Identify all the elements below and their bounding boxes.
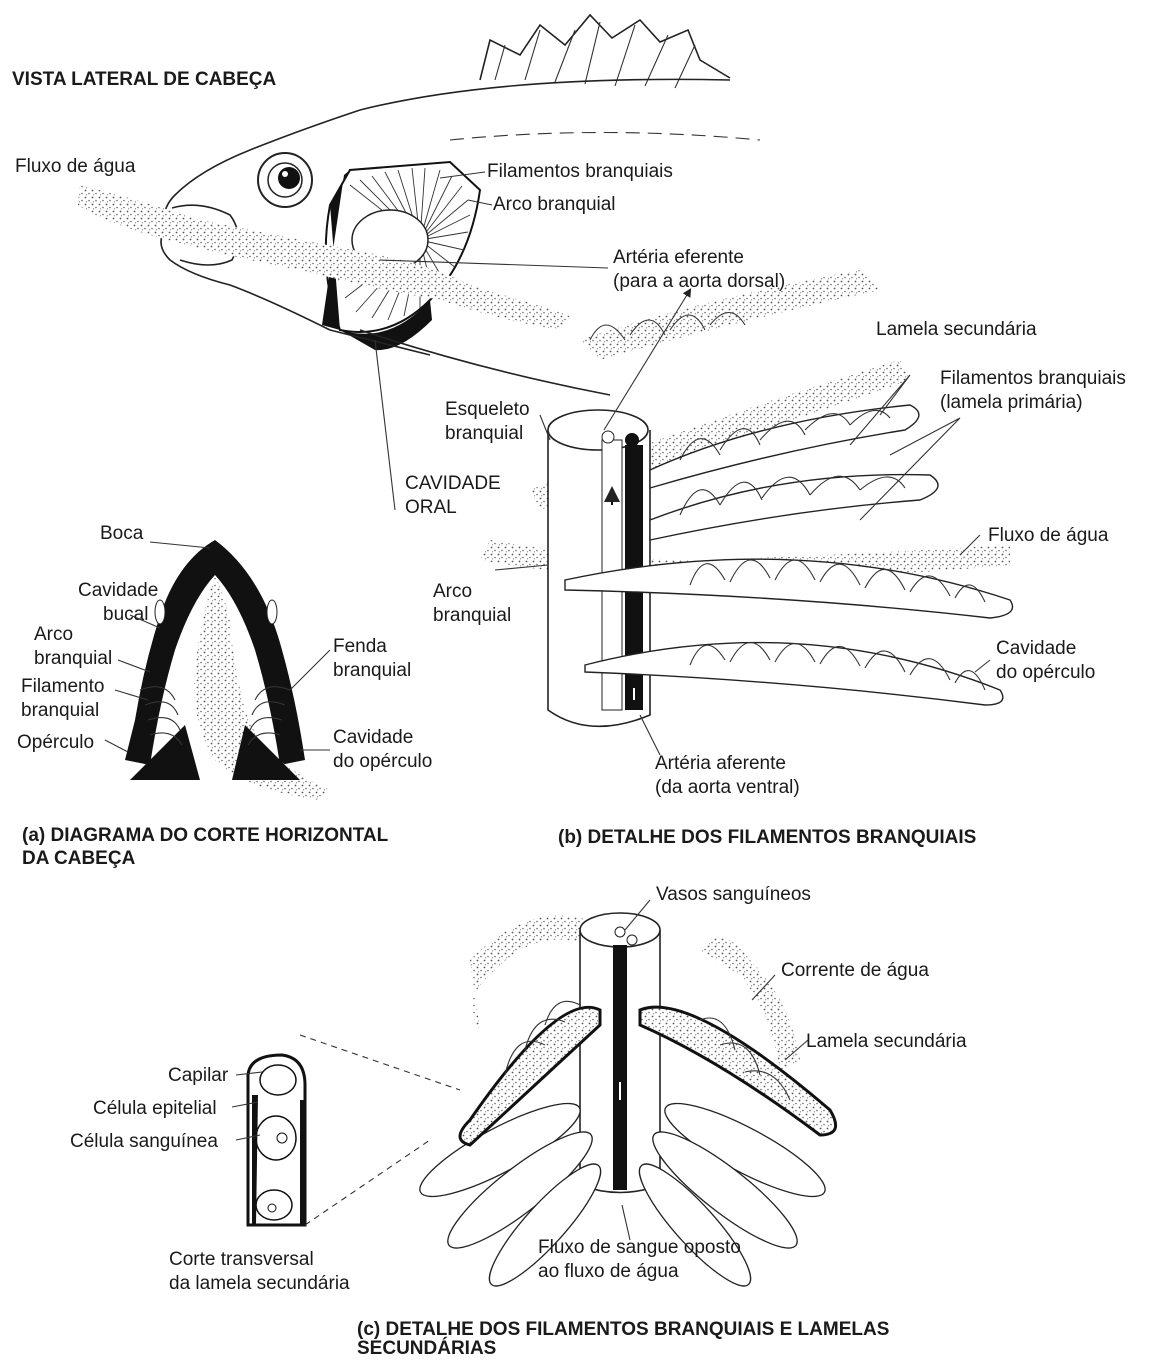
label-buccal-cavity-line2: bucal bbox=[103, 603, 148, 627]
label-opercular-cavity-b-line2: do opérculo bbox=[996, 661, 1095, 685]
label-counterflow-line2: ao fluxo de água bbox=[538, 1260, 679, 1284]
label-cross-section-line2: da lamela secundária bbox=[169, 1272, 350, 1296]
label-efferent-line1: Artéria eferente bbox=[613, 246, 744, 270]
label-water-current: Corrente de água bbox=[781, 959, 929, 983]
label-water-flow-b: Fluxo de água bbox=[988, 524, 1108, 548]
label-gill-arch-head: Arco branquial bbox=[493, 193, 616, 217]
label-afferent-line1: Artéria aferente bbox=[655, 752, 786, 776]
label-filament-a-line1: Filamento bbox=[21, 675, 104, 699]
label-secondary-lamella-b: Lamela secundária bbox=[876, 318, 1037, 342]
label-oral-cavity-line2: ORAL bbox=[405, 496, 457, 520]
label-opercular-cavity-b-line1: Cavidade bbox=[996, 637, 1076, 661]
label-oral-cavity-line1: CAVIDADE bbox=[405, 472, 501, 496]
title-section-c-line2: SECUNDÁRIAS bbox=[357, 1337, 496, 1360]
title-section-a-line1: (a) DIAGRAMA DO CORTE HORIZONTAL bbox=[22, 824, 388, 847]
label-skeleton-line1: Esqueleto bbox=[445, 398, 530, 422]
label-water-flow-head: Fluxo de água bbox=[15, 155, 135, 179]
label-opercular-cavity-a-line2: do opérculo bbox=[333, 750, 432, 774]
label-gill-slit-line2: branquial bbox=[333, 659, 411, 683]
label-efferent-line2: (para a aorta dorsal) bbox=[613, 270, 785, 294]
label-gill-filaments-head: Filamentos branquiais bbox=[487, 160, 673, 184]
title-section-a-line2: DA CABEÇA bbox=[22, 847, 135, 870]
label-gill-slit-line1: Fenda bbox=[333, 635, 387, 659]
label-operculum: Opérculo bbox=[17, 731, 94, 755]
label-skeleton-line2: branquial bbox=[445, 422, 523, 446]
section-b-illustration bbox=[480, 270, 1013, 755]
label-filament-a-line2: branquial bbox=[21, 699, 99, 723]
label-capillary: Capilar bbox=[168, 1064, 228, 1088]
label-filaments-b-line2: (lamela primária) bbox=[940, 391, 1083, 415]
label-blood-vessels: Vasos sanguíneos bbox=[656, 883, 811, 907]
label-arch-a-line1: Arco bbox=[34, 623, 73, 647]
label-mouth: Boca bbox=[100, 522, 143, 546]
label-epithelial-cell: Célula epitelial bbox=[93, 1097, 217, 1121]
label-opercular-cavity-a-line1: Cavidade bbox=[333, 726, 413, 750]
title-lateral-view: VISTA LATERAL DE CABEÇA bbox=[12, 68, 276, 91]
label-afferent-line2: (da aorta ventral) bbox=[655, 776, 800, 800]
label-arch-b-line2: branquial bbox=[433, 604, 511, 628]
label-filaments-b-line1: Filamentos branquiais bbox=[940, 367, 1126, 391]
label-buccal-cavity-line1: Cavidade bbox=[78, 579, 158, 603]
title-section-b: (b) DETALHE DOS FILAMENTOS BRANQUIAIS bbox=[558, 826, 976, 849]
label-counterflow-line1: Fluxo de sangue oposto bbox=[538, 1236, 741, 1260]
label-secondary-lamella-c: Lamela secundária bbox=[806, 1030, 967, 1054]
section-c-illustration bbox=[232, 900, 836, 1298]
label-cross-section-line1: Corte transversal bbox=[169, 1248, 314, 1272]
label-arch-a-line2: branquial bbox=[34, 647, 112, 671]
label-blood-cell: Célula sanguínea bbox=[70, 1130, 218, 1154]
label-arch-b-line1: Arco bbox=[433, 580, 472, 604]
